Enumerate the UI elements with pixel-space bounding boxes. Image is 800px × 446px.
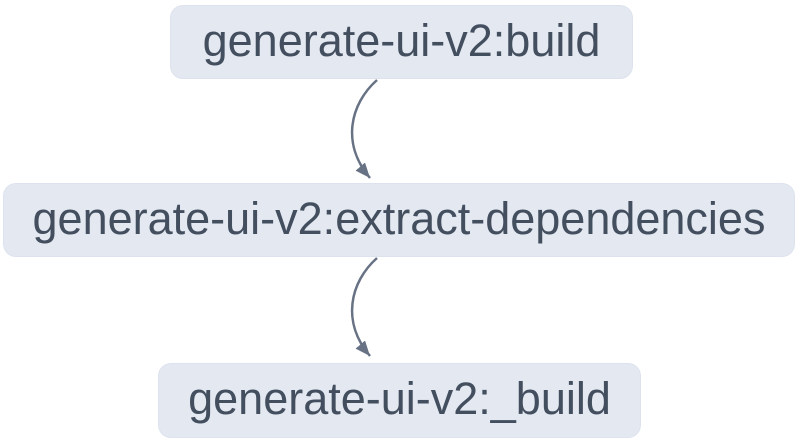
task-node-underscore-build[interactable]: generate-ui-v2:_build — [158, 363, 641, 438]
task-node-extract-dependencies[interactable]: generate-ui-v2:extract-dependencies — [3, 183, 795, 257]
edge-extract-dependencies-to-underscore-build — [350, 257, 378, 357]
task-node-extract-dependencies-label: generate-ui-v2:extract-dependencies — [32, 192, 766, 244]
task-node-build[interactable]: generate-ui-v2:build — [170, 5, 633, 79]
task-node-underscore-build-label: generate-ui-v2:_build — [188, 373, 611, 424]
task-node-build-label: generate-ui-v2:build — [202, 14, 601, 66]
edge-build-to-extract-dependencies — [350, 79, 378, 179]
